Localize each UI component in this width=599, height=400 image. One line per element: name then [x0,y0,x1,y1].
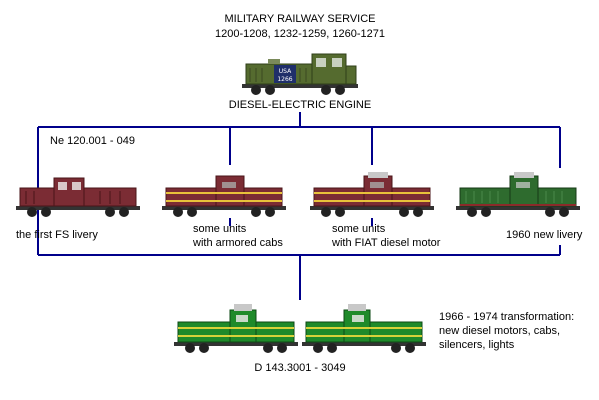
locomotive-armored-cabs [162,175,286,217]
variant-2-label-line2: with armored cabs [193,237,283,249]
plate-text-usa: USA [279,68,292,75]
locomotive-d143-right [302,304,426,353]
transformation-line1: 1966 - 1974 transformation: [439,311,575,323]
locomotive-1960-livery [456,172,580,217]
header-numbers: 1200-1208, 1232-1259, 1260-1271 [214,28,386,40]
locomotive-military: USA 1266 [242,53,358,95]
variant-4-label: 1960 new livery [506,229,583,241]
header-title: MILITARY RAILWAY SERVICE [224,13,376,25]
locomotive-d143-left [174,304,298,353]
series-top-label: Ne 120.001 - 049 [50,135,136,147]
transformation-line3: silencers, lights [439,339,515,351]
variant-2-label-line1: some units [193,223,247,235]
engine-type-label: DIESEL-ELECTRIC ENGINE [228,99,372,111]
transformation-line2: new diesel motors, cabs, [439,325,561,337]
series-bottom-label: D 143.3001 - 3049 [254,362,346,374]
locomotive-fiat-motor [310,172,434,217]
variant-3-label-line1: some units [332,223,386,235]
variant-1-label: the first FS livery [16,229,98,241]
variant-3-label-line2: with FIAT diesel motor [332,237,441,249]
locomotive-fs-first-livery [16,177,140,217]
plate-text-number: 1266 [277,76,292,83]
